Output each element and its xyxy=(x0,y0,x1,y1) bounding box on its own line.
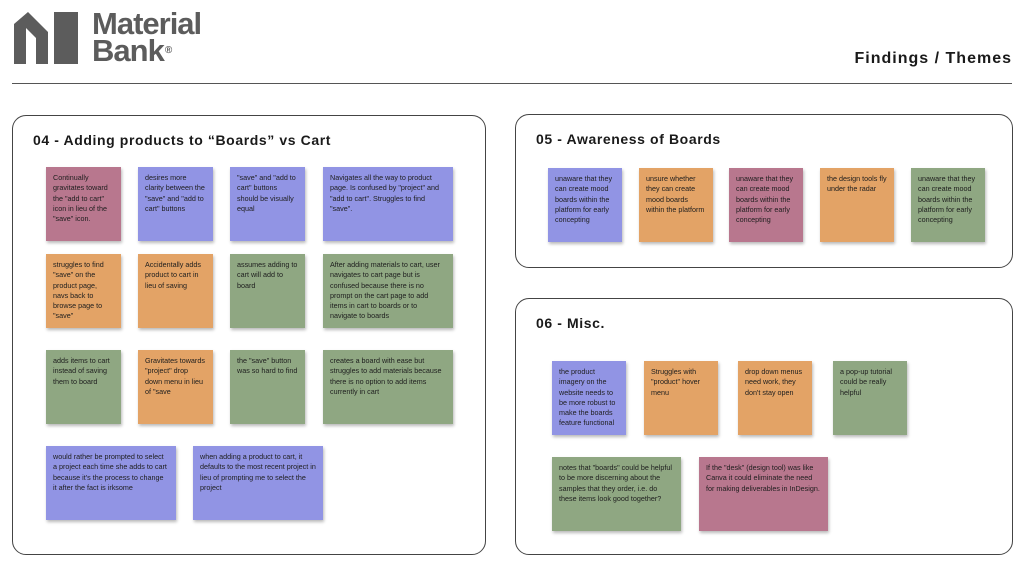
panel-awareness-of-boards: 05 - Awareness of Boards unaware that th… xyxy=(515,114,1013,268)
sticky-note[interactable]: desires more clarity between the "save" … xyxy=(138,167,213,241)
logo-line-2: Bank® xyxy=(92,33,173,68)
sticky-note[interactable]: Navigates all the way to product page. I… xyxy=(323,167,453,241)
sticky-note[interactable]: unaware that they can create mood boards… xyxy=(548,168,622,242)
sticky-note[interactable]: adds items to cart instead of saving the… xyxy=(46,350,121,424)
sticky-note[interactable]: struggles to find "save" on the product … xyxy=(46,254,121,328)
sticky-note[interactable]: when adding a product to cart, it defaul… xyxy=(193,446,323,520)
logo-line-1: Material xyxy=(92,6,202,41)
sticky-note[interactable]: notes that "boards" could be helpful to … xyxy=(552,457,681,531)
sticky-note[interactable]: creates a board with ease but struggles … xyxy=(323,350,453,424)
sticky-note[interactable]: the design tools fly under the radar xyxy=(820,168,894,242)
sticky-note[interactable]: the "save" button was so hard to find xyxy=(230,350,305,424)
sticky-note[interactable]: drop down menus need work, they don't st… xyxy=(738,361,812,435)
panel-title: 06 - Misc. xyxy=(536,315,606,331)
logo-wordmark: Material Bank® xyxy=(92,6,202,68)
sticky-note[interactable]: "save" and "add to cart" buttons should … xyxy=(230,167,305,241)
material-bank-logo-mark-icon xyxy=(14,12,78,64)
sticky-note[interactable]: unaware that they can create mood boards… xyxy=(911,168,985,242)
sticky-note[interactable]: assumes adding to cart will add to board xyxy=(230,254,305,328)
sticky-note[interactable]: After adding materials to cart, user nav… xyxy=(323,254,453,328)
sticky-note[interactable]: unsure whether they can create mood boar… xyxy=(639,168,713,242)
sticky-note[interactable]: Struggles with "product" hover menu xyxy=(644,361,718,435)
sticky-note[interactable]: Continually gravitates toward the "add t… xyxy=(46,167,121,241)
panel-boards-vs-cart: 04 - Adding products to “Boards” vs Cart… xyxy=(12,115,486,555)
sticky-note[interactable]: a pop-up tutorial could be really helpfu… xyxy=(833,361,907,435)
sticky-note[interactable]: Gravitates towards "project" drop down m… xyxy=(138,350,213,424)
panel-title: 04 - Adding products to “Boards” vs Cart xyxy=(33,132,332,148)
registered-mark: ® xyxy=(164,45,173,56)
sticky-note[interactable]: unaware that they can create mood boards… xyxy=(729,168,803,242)
sticky-note[interactable]: Accidentally adds product to cart in lie… xyxy=(138,254,213,328)
sticky-note[interactable]: the product imagery on the website needs… xyxy=(552,361,626,435)
material-bank-logo: Material Bank® xyxy=(14,6,234,68)
header-divider xyxy=(12,83,1012,84)
sticky-note[interactable]: would rather be prompted to select a pro… xyxy=(46,446,176,520)
page-title: Findings / Themes xyxy=(854,50,1012,67)
panel-title: 05 - Awareness of Boards xyxy=(536,131,721,147)
panel-misc: 06 - Misc. the product imagery on the we… xyxy=(515,298,1013,555)
sticky-note[interactable]: If the "desk" (design tool) was like Can… xyxy=(699,457,828,531)
